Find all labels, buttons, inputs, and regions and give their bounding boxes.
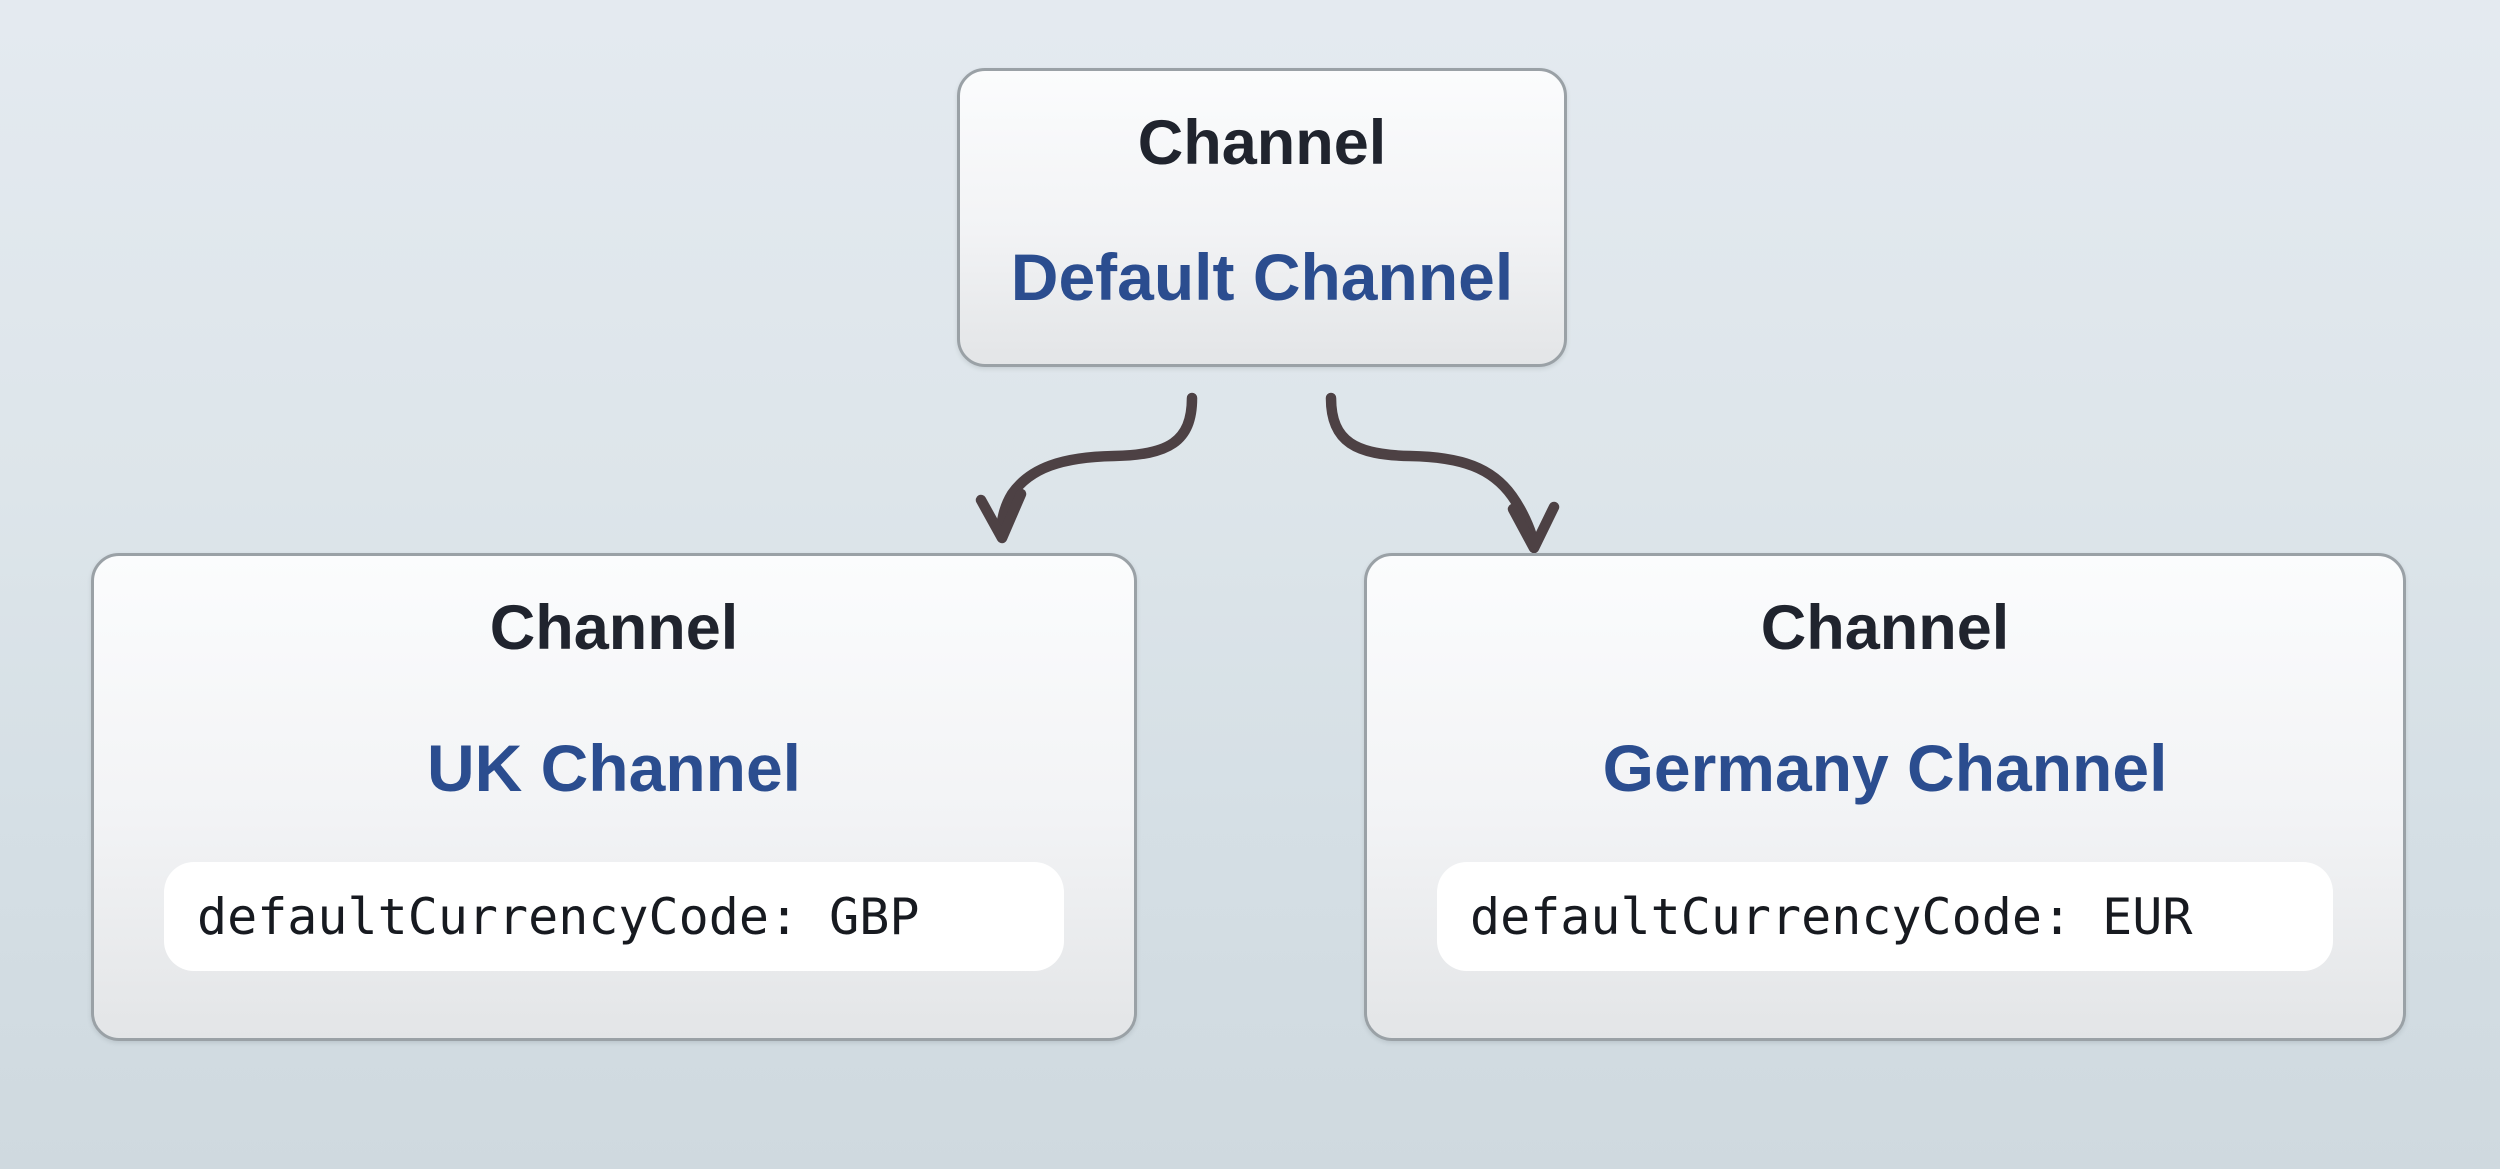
- currency-code-pill: defaultCurrencyCode: EUR: [1437, 862, 2333, 971]
- arrow-default-to-uk-channel: [975, 392, 1198, 544]
- arrow-default-to-germany-channel: [1325, 392, 1560, 554]
- channel-node-germany: Channel Germany Channel defaultCurrencyC…: [1364, 553, 2406, 1041]
- channel-node-uk: Channel UK Channel defaultCurrencyCode: …: [91, 553, 1137, 1041]
- node-name-label: UK Channel: [426, 731, 802, 805]
- currency-code-pill: defaultCurrencyCode: GBP: [164, 862, 1064, 971]
- currency-code-text: defaultCurrencyCode: GBP: [197, 887, 920, 946]
- node-type-label: Channel: [489, 593, 739, 663]
- channel-node-default: Channel Default Channel: [957, 68, 1567, 367]
- currency-code-text: defaultCurrencyCode: EUR: [1470, 887, 2193, 946]
- node-name-label: Default Channel: [1010, 240, 1514, 314]
- node-type-label: Channel: [1760, 593, 2010, 663]
- node-name-label: Germany Channel: [1602, 731, 2168, 805]
- node-type-label: Channel: [1137, 108, 1387, 178]
